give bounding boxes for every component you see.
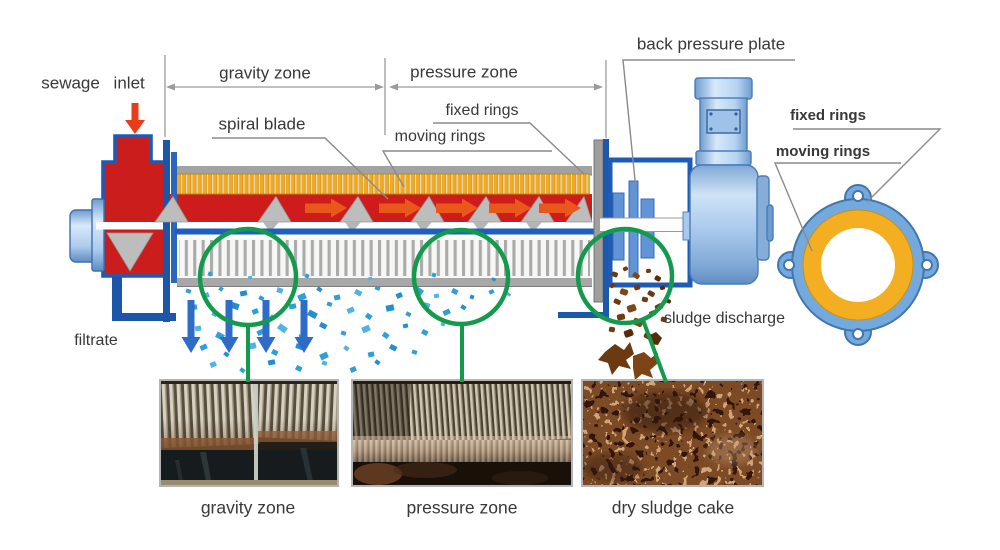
dimension-lines	[164, 55, 607, 138]
motor-plate	[706, 109, 741, 134]
fixed-rings-label: fixed rings	[445, 102, 519, 120]
fixed-rings-detail-leader	[793, 128, 942, 203]
back-pressure-plate-label: back pressure plate	[636, 34, 786, 54]
drum-top-rail	[177, 166, 592, 175]
photo-caption-dry-sludge-cake: dry sludge cake	[611, 497, 735, 518]
drive-motor	[689, 77, 774, 285]
moving-rings-label: moving rings	[394, 128, 486, 146]
sludge-clump	[598, 342, 634, 375]
photo-gravity-zone	[159, 379, 339, 487]
sludge-discharge-label: sludge discharge	[664, 310, 785, 328]
discharge-shelf	[558, 312, 609, 318]
ring-cross-section	[777, 184, 939, 346]
photo-dry-sludge-cake	[581, 379, 764, 487]
photo-caption-pressure-zone: pressure zone	[406, 497, 518, 518]
photo-caption-gravity-zone: gravity zone	[200, 497, 296, 518]
motor-collar	[695, 150, 752, 166]
filtrate-droplets	[185, 271, 512, 374]
magnifier-discharge	[575, 226, 675, 326]
hopper-flight	[106, 232, 154, 272]
sludge-particles	[598, 266, 672, 380]
drain-bracket-v	[112, 277, 122, 321]
shaft-end-flange	[91, 198, 105, 272]
screw-press-body	[69, 134, 693, 322]
screw-shaft	[96, 222, 592, 230]
ring-band	[177, 173, 590, 195]
photo-pressure-zone	[351, 379, 573, 487]
filtrate-label: filtrate	[74, 332, 118, 350]
drain-bracket-h	[112, 313, 176, 321]
pressure-zone-dim-label: pressure zone	[410, 62, 518, 82]
screen-bottom-rail	[177, 278, 592, 287]
moving-rings-leader	[381, 150, 552, 188]
gravity-zone-dim-label: gravity zone	[219, 63, 311, 83]
sludge-clump	[633, 352, 658, 380]
drum-mid-rail	[175, 228, 595, 235]
inlet-arrow	[125, 103, 145, 134]
back-pressure-plate-leader	[622, 59, 795, 191]
magnifier-annotations	[197, 226, 675, 383]
fixed-rings-leader	[433, 122, 585, 175]
motor-cap	[694, 77, 753, 100]
motor-nub	[766, 204, 774, 242]
flow-arrows	[305, 198, 581, 218]
sewage-inlet-label: sewage inlet	[41, 73, 145, 93]
fixed-rings-detail-label: fixed rings	[790, 106, 866, 124]
dimension-arrowheads	[166, 83, 603, 91]
motor-gearbox	[689, 164, 759, 285]
moving-rings-detail-label: moving rings	[775, 142, 871, 160]
ring-bore	[821, 228, 895, 302]
moving-rings-detail-leader	[773, 162, 901, 252]
label-leaders	[212, 59, 942, 252]
spiral-blade-label: spiral blade	[218, 114, 306, 134]
screen-stripes	[179, 240, 590, 276]
spiral-blade-leader	[212, 137, 389, 200]
spiral-blade-flights	[154, 195, 593, 233]
drum-left-plate	[163, 140, 170, 322]
